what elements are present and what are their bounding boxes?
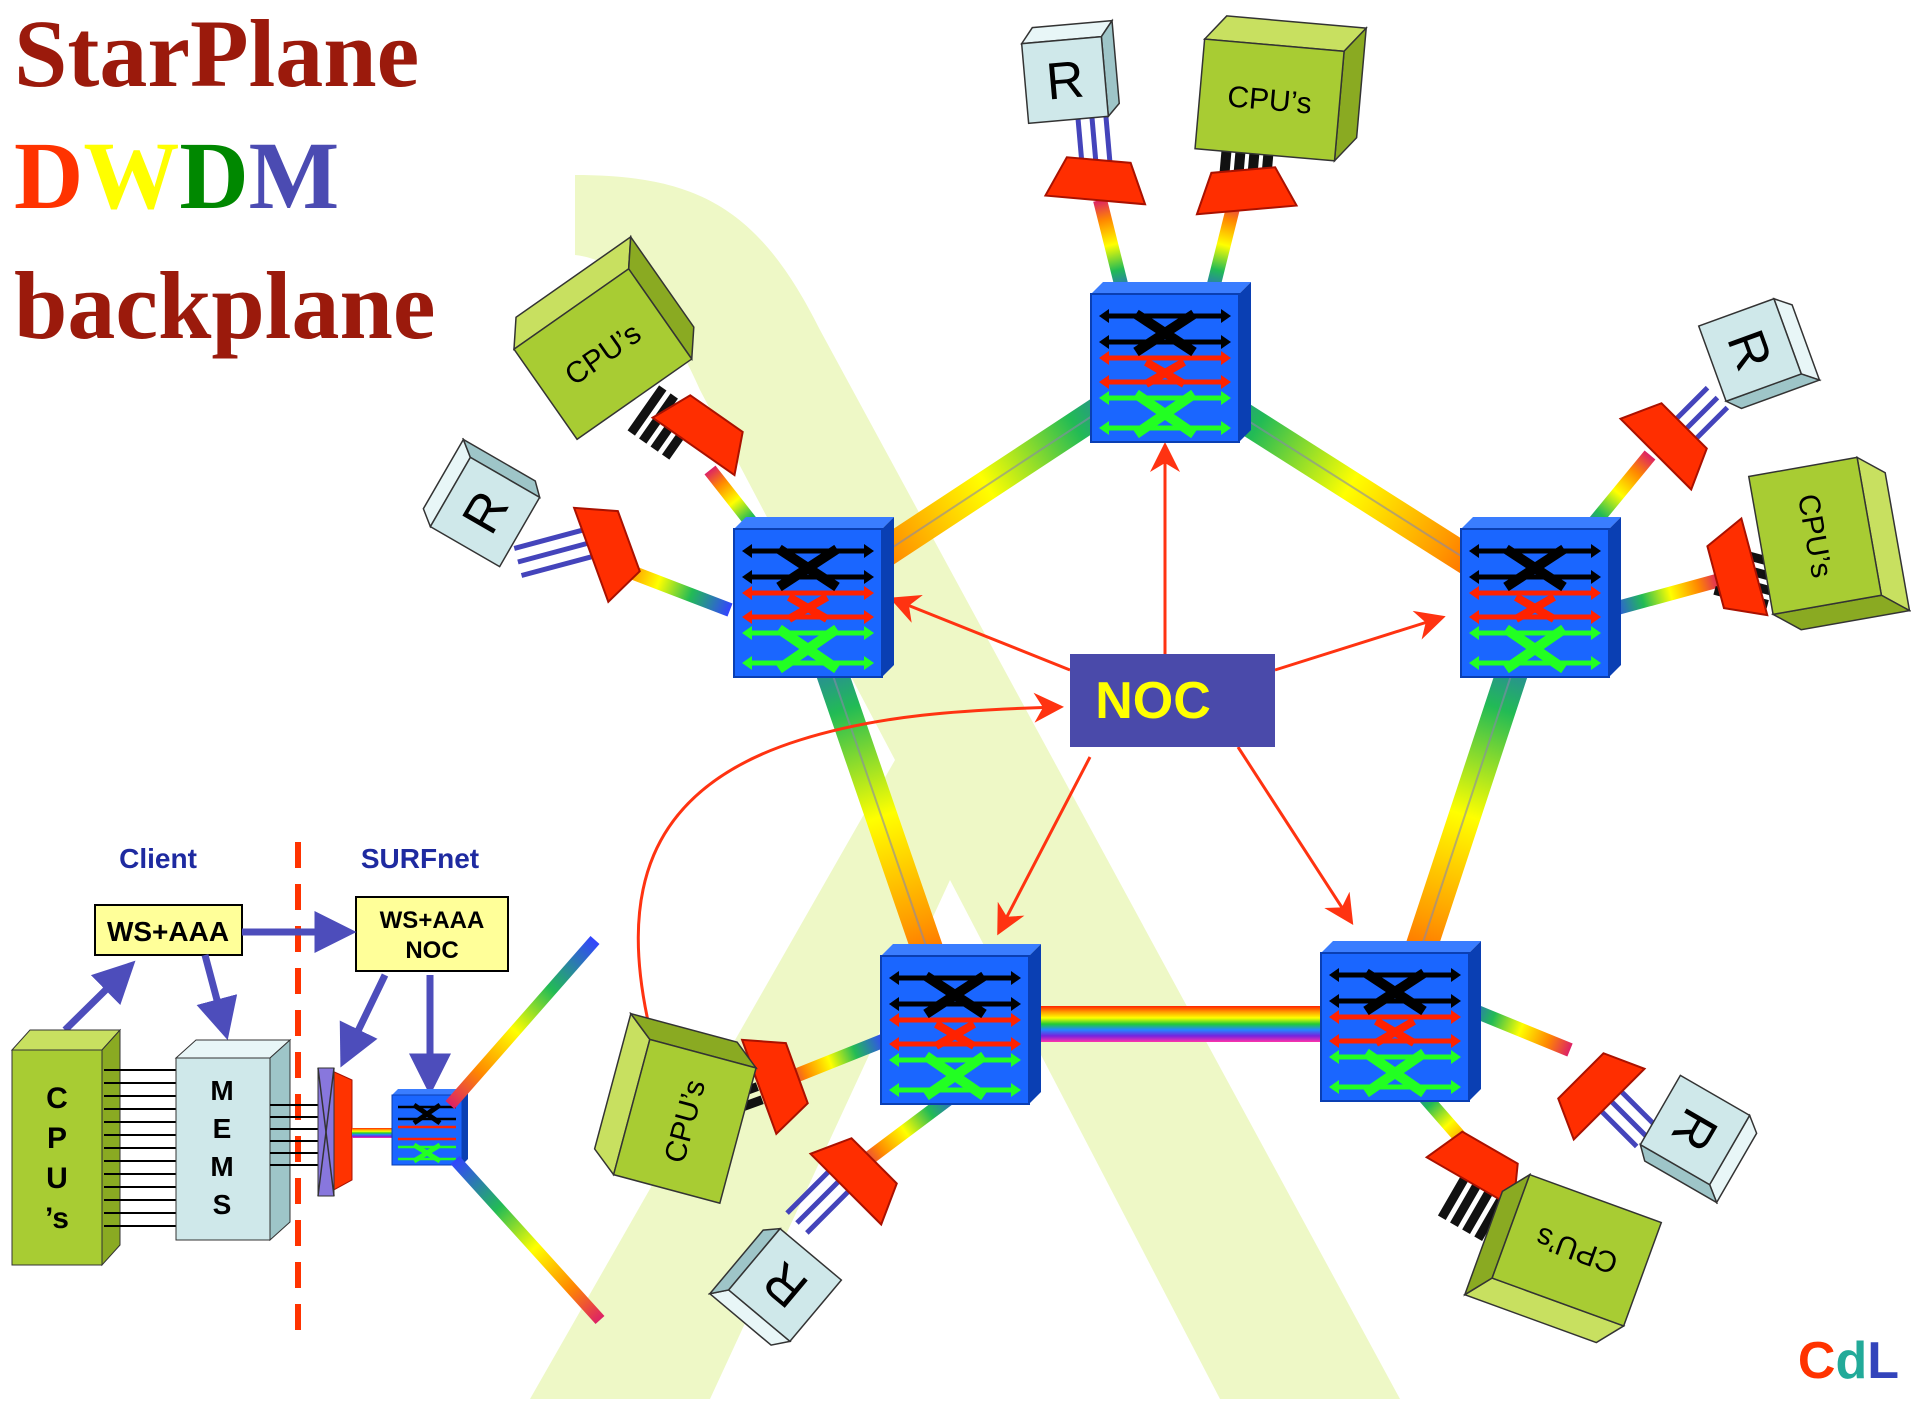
wdm-mux[interactable]: [572, 494, 646, 604]
wdm-mux[interactable]: [808, 1126, 910, 1227]
inset-mems-letter: M: [210, 1075, 233, 1106]
logo-letter: L: [1867, 1332, 1899, 1390]
noc-label: NOC: [1095, 672, 1211, 730]
cpu-cluster[interactable]: CPU’s: [1194, 14, 1368, 163]
inset-link: [352, 1128, 392, 1138]
cpu-cluster[interactable]: CPU’s: [589, 1011, 761, 1205]
inset-cpu-letter: P: [47, 1122, 67, 1155]
router[interactable]: R: [417, 437, 545, 568]
inset-mems-letter: S: [213, 1189, 232, 1220]
optical-switch[interactable]: [1090, 282, 1251, 443]
feeder-link: [1203, 198, 1242, 302]
wdm-mux[interactable]: [1043, 156, 1148, 206]
title-starplane: StarPlane: [14, 0, 420, 107]
inset-arrow: [62, 960, 136, 1033]
optical-switch[interactable]: [880, 944, 1041, 1105]
feeder-link: [1093, 198, 1132, 302]
wdm-mux[interactable]: [650, 385, 758, 477]
dwdm-letter: D: [14, 122, 84, 229]
inset-cpu-letter: C: [46, 1082, 68, 1115]
logo-letter: d: [1835, 1332, 1868, 1390]
cdl-logo: CdL: [1798, 1331, 1899, 1391]
control-arrow: [1236, 746, 1354, 926]
noc-control-arrows: [636, 442, 1446, 1031]
inset-cpu-letter: U: [46, 1162, 68, 1195]
inset-mems-letter: E: [213, 1113, 232, 1144]
title-backplane: backplane: [14, 252, 436, 359]
ws-aaa-noc-label-2: NOC: [405, 937, 458, 964]
ws-aaa-noc-box[interactable]: [355, 896, 509, 972]
optical-switch[interactable]: [1460, 517, 1621, 678]
feeder-link: [1457, 998, 1573, 1057]
logo-letter: C: [1797, 1332, 1836, 1390]
cpu-cluster[interactable]: CPU’s: [500, 234, 708, 441]
wdm-mux[interactable]: [1618, 391, 1720, 492]
dwdm-letter: W: [83, 122, 180, 229]
inset-cpu-letter: ’s: [45, 1202, 69, 1235]
ws-aaa-noc-label-1: WS+AAA: [380, 907, 485, 934]
inset-mux[interactable]: [317, 1067, 353, 1197]
control-arrow: [889, 594, 1071, 672]
inset-ring-link: [450, 1155, 605, 1325]
inset-arrow: [196, 954, 238, 1041]
optical-switch[interactable]: [733, 517, 894, 678]
inset-arrow: [339, 973, 389, 1068]
dwdm-letter: D: [179, 122, 249, 229]
feeder-link: [1608, 573, 1722, 617]
inset-ring-link: [445, 936, 600, 1109]
inset-switch[interactable]: [391, 1089, 468, 1166]
dwdm-letter: M: [248, 122, 340, 229]
feeder-link: [855, 1084, 965, 1171]
inset-mems-letter: M: [210, 1151, 233, 1182]
router[interactable]: R: [1634, 1074, 1762, 1205]
inset-mems-box[interactable]: [174, 1038, 292, 1242]
ws-aaa-client-box[interactable]: [94, 904, 243, 956]
title-dwdm: DWDM: [14, 128, 339, 224]
wdm-mux[interactable]: [1193, 166, 1299, 216]
client-label: Client: [119, 843, 197, 874]
feeder-link: [782, 1033, 888, 1087]
switches: [733, 282, 1621, 1105]
ws-aaa-client-label: WS+AAA: [107, 916, 229, 947]
control-arrow: [1274, 610, 1446, 672]
router[interactable]: R: [707, 1221, 843, 1353]
inset-fiber-bundle-2: [270, 1104, 318, 1166]
router-label: R: [1044, 50, 1086, 111]
cpu-label: CPU’s: [1226, 80, 1313, 120]
router[interactable]: R: [1697, 294, 1822, 413]
wdm-mux[interactable]: [1703, 516, 1769, 626]
wdm-mux[interactable]: [1546, 1041, 1647, 1142]
noc-box[interactable]: NOC: [1070, 654, 1275, 747]
router[interactable]: R: [1020, 18, 1121, 125]
wdm-mux[interactable]: [1424, 1123, 1534, 1209]
inset-fiber-bundle: [104, 1069, 176, 1227]
control-arrow: [997, 756, 1092, 936]
inset-cpu-box[interactable]: [10, 1028, 122, 1267]
optical-switch[interactable]: [1320, 941, 1481, 1102]
control-arrow: [636, 692, 1064, 1031]
surfnet-label: SURFnet: [361, 843, 479, 874]
cpu-cluster[interactable]: CPU’s: [1463, 1168, 1663, 1350]
cpu-cluster[interactable]: CPU’s: [1747, 453, 1911, 634]
